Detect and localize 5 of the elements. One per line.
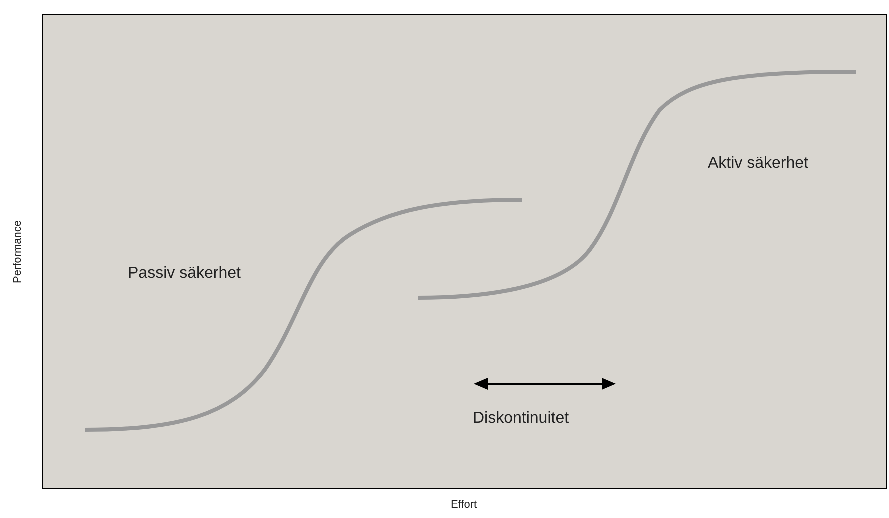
curve-label: Passiv säkerhet bbox=[128, 264, 241, 284]
curve-label: Aktiv säkerhet bbox=[708, 154, 808, 174]
curve-label: Diskontinuitet bbox=[473, 409, 570, 429]
axis-label: Effort bbox=[450, 498, 478, 513]
axis-label: Performance bbox=[10, 220, 25, 284]
